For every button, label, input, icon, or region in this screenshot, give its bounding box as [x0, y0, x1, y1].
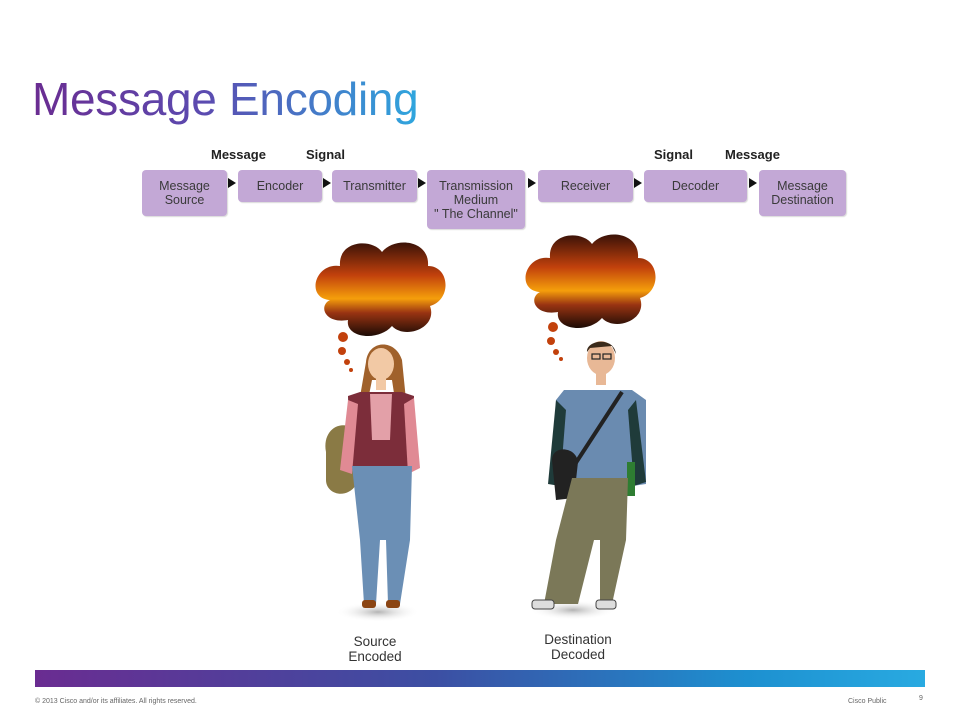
flow-text-line: Destination: [771, 193, 834, 207]
footer-gradient-bar: [35, 670, 925, 687]
flow-box-decoder: Decoder: [644, 170, 747, 202]
flow-text-line: Message: [777, 179, 828, 193]
label-signal-received: Signal: [654, 147, 694, 162]
flow-text-line: Encoder: [256, 179, 304, 193]
flow-arrow: [323, 178, 331, 188]
flow-box-transmitter: Transmitter: [332, 170, 417, 202]
thought-cloud-source-icon: [315, 242, 446, 372]
flow-box-receiver: Receiver: [538, 170, 633, 202]
label-message-decoded: Message: [725, 147, 780, 162]
flow-text-line: Decoder: [671, 179, 720, 193]
page-number: 9: [919, 695, 923, 702]
woman-source-figure: [325, 344, 420, 622]
label-signal-sent: Signal: [306, 147, 346, 162]
flow-arrow: [634, 178, 642, 188]
flow-arrow: [749, 178, 757, 188]
flow-text-line: Medium: [453, 192, 499, 207]
flow-text-line: " The Channel": [434, 206, 518, 221]
flow-arrow: [228, 178, 236, 188]
flow-box-encoder: Encoder: [238, 170, 322, 202]
flow-text-line: Receiver: [560, 179, 611, 193]
label-message-encoded: Message: [211, 147, 266, 162]
caption-line: Destination: [544, 632, 612, 647]
footer-copyright: © 2013 Cisco and/or its affiliates. All …: [35, 698, 197, 705]
caption-line: Encoded: [348, 649, 402, 664]
flow-text-line: Source: [164, 193, 205, 207]
thought-cloud-destination-icon: [525, 234, 656, 361]
caption-line: Decoded: [550, 647, 606, 662]
flow-text-line: Message: [159, 179, 210, 193]
flow-text-line: Transmitter: [343, 179, 406, 193]
flow-text-line: Transmission: [439, 178, 513, 193]
flow-arrow: [418, 178, 426, 188]
flow-arrow: [528, 178, 536, 188]
page-title: Message Encoding: [32, 73, 419, 125]
man-destination-figure: [529, 341, 646, 620]
caption-line: Source: [353, 634, 397, 649]
footer-classification: Cisco Public: [848, 698, 887, 705]
